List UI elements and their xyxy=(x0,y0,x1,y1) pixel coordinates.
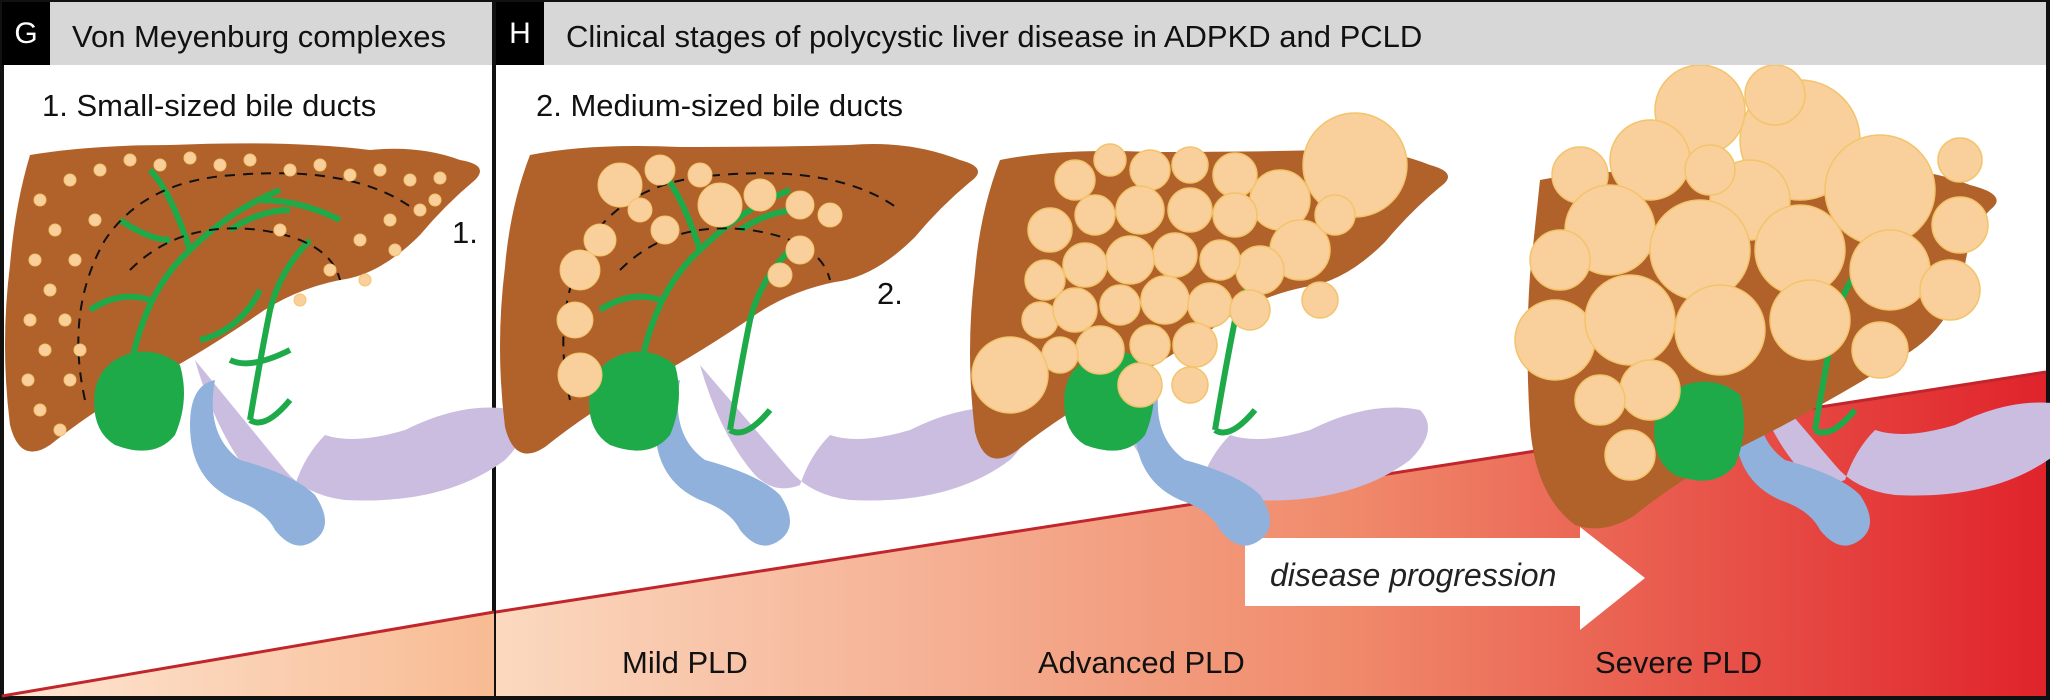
panel-g-marker: 1. xyxy=(452,215,478,250)
panel-h-subtitle: 2. Medium-sized bile ducts xyxy=(536,88,903,123)
progression-arrow xyxy=(1245,527,1645,630)
panel-letter-h: H xyxy=(496,2,544,65)
liver-unit-mild xyxy=(500,144,1028,546)
panel-letter-g: G xyxy=(2,2,50,65)
stage-label-advanced: Advanced PLD xyxy=(1038,645,1245,680)
panel-g-subtitle: 1. Small-sized bile ducts xyxy=(42,88,377,123)
panel-h-marker: 2. xyxy=(877,276,903,311)
panel-g-title: Von Meyenburg complexes xyxy=(50,2,492,65)
liver-unit-severe xyxy=(1514,64,2050,546)
progression-label: disease progression xyxy=(1270,557,1557,593)
panel-h-title: Clinical stages of polycystic liver dise… xyxy=(544,2,2046,65)
liver-unit-advanced xyxy=(970,112,1448,546)
stage-label-mild: Mild PLD xyxy=(622,645,748,680)
stage-label-severe: Severe PLD xyxy=(1595,645,1763,680)
liver-unit-small-ducts xyxy=(5,143,523,546)
